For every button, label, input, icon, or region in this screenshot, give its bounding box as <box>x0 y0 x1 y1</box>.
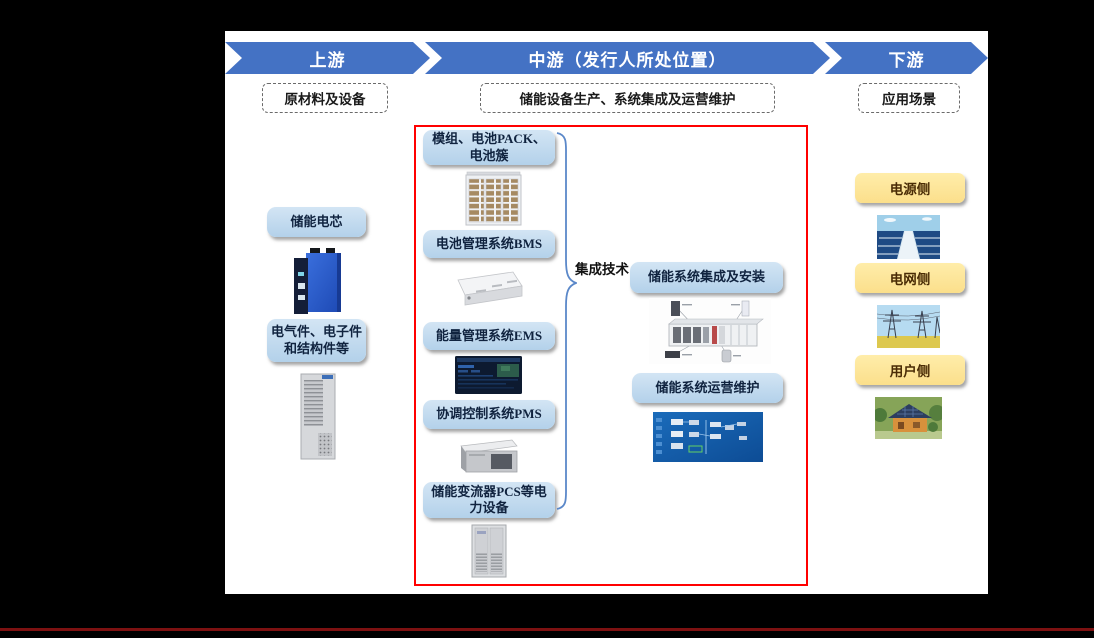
midstream-item-pcs: 储能变流器PCS等电力设备 <box>423 482 555 518</box>
downstream-item-grid-side: 电网侧 <box>855 263 965 293</box>
residential-solar-photo <box>875 397 942 439</box>
operation-monitoring-screen <box>653 412 763 462</box>
midstream-service-integration: 储能系统集成及安装 <box>630 262 783 293</box>
downstream-item-user-side: 用户侧 <box>855 355 965 385</box>
integration-brace-label: 集成技术 <box>575 262 629 277</box>
bms-device-photo <box>452 267 525 307</box>
stage-arrow-midstream: 中游（发行人所处位置） <box>425 42 830 74</box>
downstream-item-generation-side: 电源侧 <box>855 173 965 203</box>
midstream-item-pms: 协调控制系统PMS <box>423 400 555 429</box>
pcs-cabinet-photo <box>468 523 510 579</box>
midstream-item-ems: 能量管理系统EMS <box>423 322 555 350</box>
midstream-item-module-pack: 模组、电池PACK、电池簇 <box>423 130 555 165</box>
stage-arrow-upstream: 上游 <box>225 42 430 74</box>
industry-chain-diagram: 上游 中游（发行人所处位置） 下游 原材料及设备 储能设备生产、系统集成及运营维… <box>225 31 988 594</box>
midstream-service-operation: 储能系统运营维护 <box>632 373 783 403</box>
ems-dashboard-photo <box>455 356 522 394</box>
battery-cell-photo <box>289 246 345 316</box>
upstream-item-components: 电气件、电子件和结构件等 <box>267 319 366 362</box>
container-system-diagram <box>649 298 771 364</box>
pms-device-photo <box>457 437 520 476</box>
power-grid-photo <box>877 305 940 348</box>
solar-farm-photo <box>877 215 940 259</box>
battery-rack-photo <box>465 171 522 226</box>
downstream-sublabel: 应用场景 <box>858 83 960 113</box>
midstream-sublabel: 储能设备生产、系统集成及运营维护 <box>480 83 775 113</box>
midstream-item-bms: 电池管理系统BMS <box>423 230 555 258</box>
integration-brace <box>555 132 577 510</box>
electronic-components-cabinet-photo <box>291 371 343 462</box>
stage-arrow-downstream: 下游 <box>825 42 988 74</box>
upstream-item-cell: 储能电芯 <box>267 207 366 237</box>
issuer-scope-frame <box>414 125 808 586</box>
upstream-sublabel: 原材料及设备 <box>262 83 388 113</box>
bottom-divider-line <box>0 628 1094 631</box>
